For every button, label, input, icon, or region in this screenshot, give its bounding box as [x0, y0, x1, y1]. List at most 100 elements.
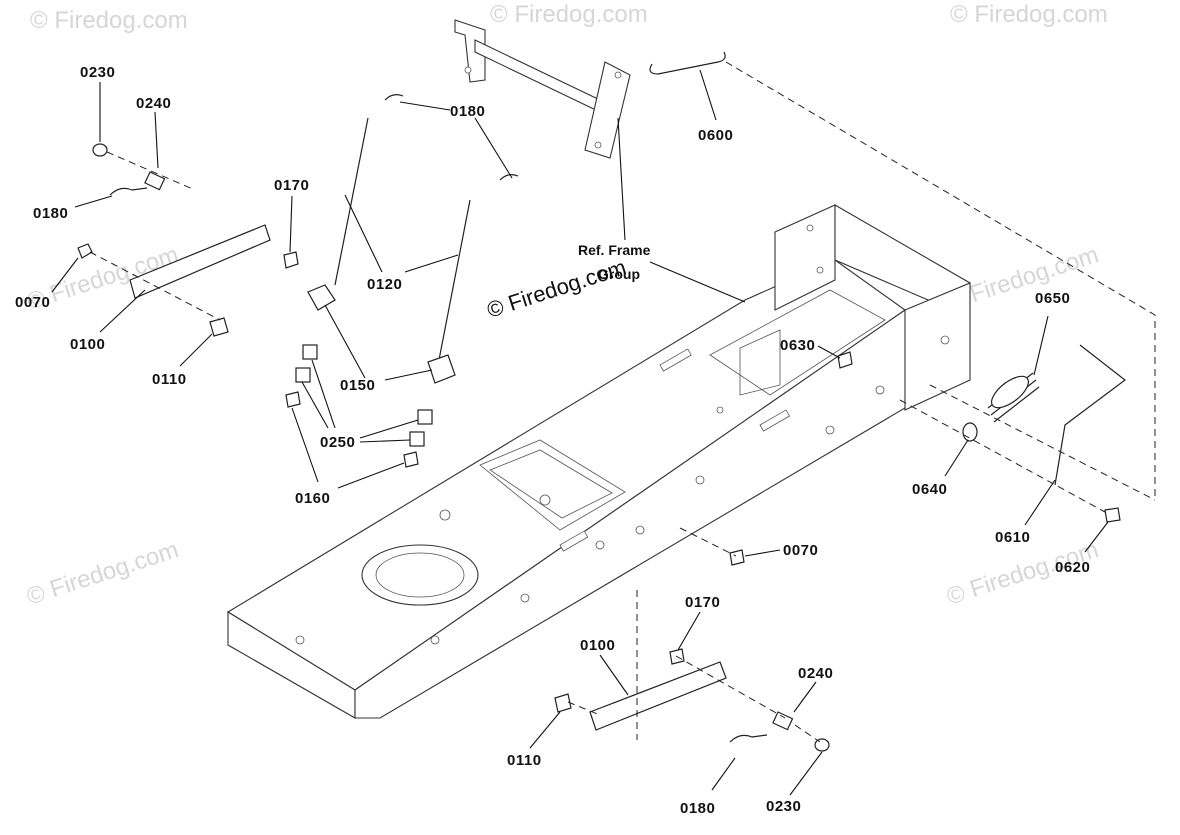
assembly-line: [899, 399, 1106, 513]
frame-hole: [635, 525, 645, 535]
leader-line: [789, 751, 823, 796]
leader-line: [99, 289, 146, 333]
label-0180-top: 0180: [450, 103, 485, 120]
lift-shaft-bar: [474, 39, 601, 113]
label-0150: 0150: [340, 377, 375, 394]
leader-line: [289, 195, 293, 253]
part-0250-spacer: [417, 409, 433, 425]
frame-steering-opening: [361, 544, 479, 606]
assembly-line: [679, 527, 737, 557]
frame-deck-plate: [479, 439, 626, 531]
part-0180-clip-top-left: [384, 94, 404, 101]
label-0230-bottom: 0230: [766, 798, 801, 815]
part-0620-bolt: [1104, 507, 1121, 523]
part-labels: 0230 0240 0180 0170 0070 0100 0110 0180 …: [15, 64, 1090, 817]
leader-line: [1084, 521, 1109, 553]
label-0240-top: 0240: [136, 95, 171, 112]
part-0230-washer-top: [92, 143, 108, 157]
leader-line: [337, 462, 405, 489]
leader-line: [649, 261, 746, 303]
assembly-lines: [89, 61, 1156, 743]
leader-lines: [51, 69, 1109, 796]
label-0180-bottom: 0180: [680, 800, 715, 817]
frame-bracket: [739, 329, 781, 396]
label-0600: 0600: [698, 127, 733, 144]
label-0070-left: 0070: [15, 294, 50, 311]
part-0150-block-left: [307, 284, 336, 311]
leader-line: [344, 194, 383, 273]
part-0110-bolt-left: [209, 317, 229, 337]
assembly-line: [929, 384, 1156, 501]
label-0620: 0620: [1055, 559, 1090, 576]
label-0110-left: 0110: [152, 371, 187, 388]
leader-line: [1033, 315, 1049, 376]
label-ref-frame: Ref. Frame: [578, 242, 651, 258]
watermark-center: © Firedog.com: [484, 254, 629, 322]
lift-shaft-hole: [614, 71, 622, 79]
leader-line: [1024, 479, 1056, 526]
frame-hole: [875, 385, 885, 395]
label-0120: 0120: [367, 276, 402, 293]
leader-line: [817, 345, 841, 359]
assembly-line: [89, 251, 221, 321]
frame-hole: [595, 540, 605, 550]
assembly-line: [106, 151, 196, 191]
frame-hole: [295, 635, 305, 645]
frame-rear-plate: [904, 282, 971, 411]
part-0240-pin-bottom: [772, 711, 794, 731]
leader-line: [677, 611, 701, 651]
frame-hole: [430, 635, 440, 645]
label-0100-bottom: 0100: [580, 637, 615, 654]
label-0240-bottom: 0240: [798, 665, 833, 682]
leader-line: [599, 654, 629, 696]
part-0120-rod-left: [334, 117, 369, 286]
leader-line: [384, 369, 433, 381]
part-0120-rod-right: [437, 199, 471, 366]
part-0100-bracket-top: [129, 224, 271, 299]
label-0230-top: 0230: [80, 64, 115, 81]
leader-line: [324, 304, 366, 379]
frame-hole: [806, 224, 814, 232]
lift-shaft-left-arm: [454, 19, 486, 83]
part-0100-bracket-bottom: [589, 661, 727, 731]
label-0630: 0630: [780, 337, 815, 354]
part-0180-clip-left: [109, 187, 148, 196]
leader-line: [291, 407, 319, 483]
leader-line: [399, 101, 451, 111]
assembly-line: [675, 655, 786, 719]
frame-hole: [825, 425, 835, 435]
part-0250-spacer: [295, 367, 311, 383]
leader-line: [359, 439, 411, 443]
leader-line: [179, 333, 213, 367]
frame-steering-opening-inner: [375, 552, 465, 598]
lift-shaft-lever: [584, 61, 631, 159]
frame-hole: [695, 475, 705, 485]
frame-inner-channel: [709, 289, 886, 396]
frame-hole: [816, 266, 824, 274]
frame-rear-left-wall: [774, 204, 836, 311]
label-0180-left: 0180: [33, 205, 68, 222]
leader-line: [744, 549, 781, 557]
assembly-line: [567, 701, 601, 716]
leader-line: [404, 254, 459, 273]
leader-line: [474, 117, 513, 179]
leader-line: [359, 419, 419, 439]
label-0160: 0160: [295, 490, 330, 507]
part-0630-nut: [837, 351, 853, 369]
label-0610: 0610: [995, 529, 1030, 546]
frame-hole: [716, 406, 724, 414]
frame-slot: [759, 409, 791, 432]
frame-hole: [439, 509, 451, 521]
part-0160-nut-right: [403, 451, 419, 468]
leader-line: [154, 111, 159, 169]
leader-line: [699, 69, 717, 121]
label-0110-bottom: 0110: [507, 752, 542, 769]
leader-line: [301, 381, 329, 429]
frame-hole: [940, 335, 950, 345]
label-ref-group: Group: [598, 266, 640, 282]
leader-line: [529, 711, 561, 749]
leader-line: [793, 681, 817, 713]
frame-long-side: [354, 308, 911, 719]
label-0170-top: 0170: [274, 177, 309, 194]
